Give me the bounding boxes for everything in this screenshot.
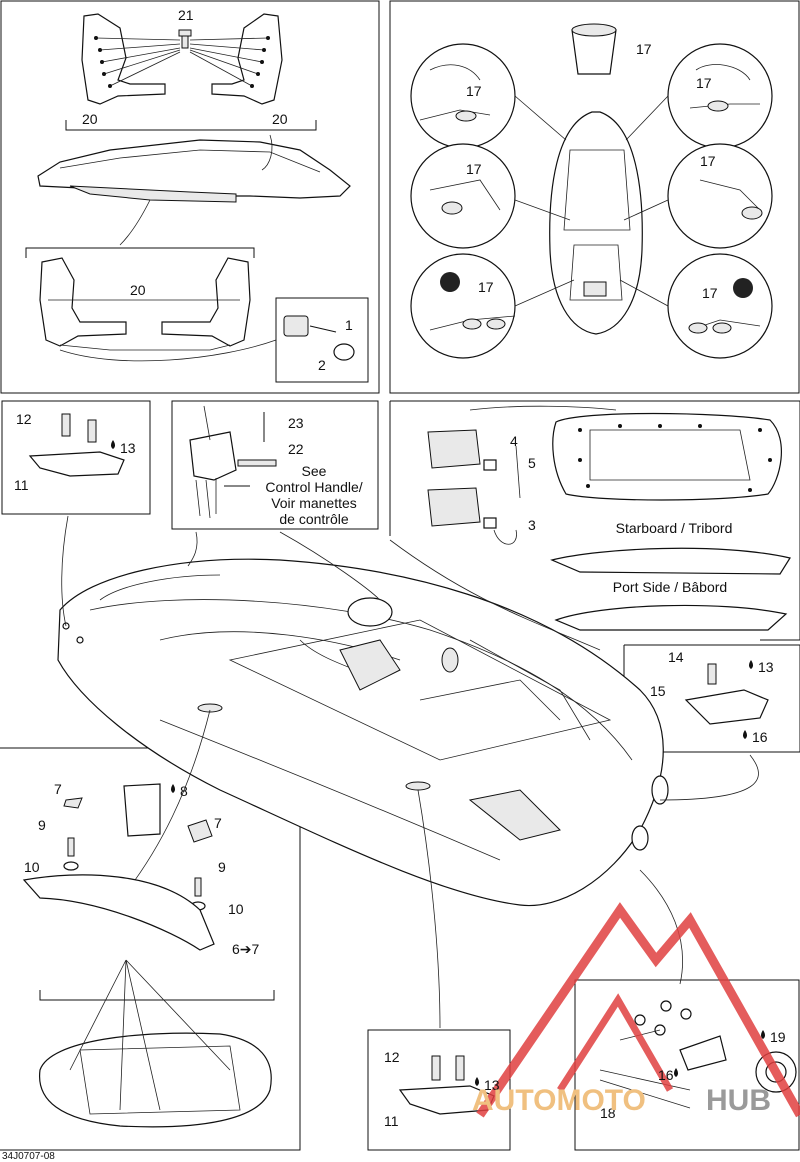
callout-1: 1	[345, 317, 353, 333]
text-labels: See Control Handle/ Voir manettes de con…	[2, 463, 732, 1162]
watermark-text: AUTOMOTO HUB	[472, 1084, 771, 1117]
callout-20-lower: 20	[130, 282, 146, 298]
drop-icon	[749, 660, 753, 669]
callout-15: 15	[650, 683, 666, 699]
callout-10-a: 10	[24, 859, 40, 875]
callout-18: 18	[600, 1105, 616, 1121]
drop-icon	[475, 1077, 479, 1086]
cleat-bottom-assembly	[398, 1055, 495, 1115]
callout-11-bottom: 11	[384, 1113, 399, 1129]
callout-12-left: 12	[16, 411, 32, 427]
callout-6-to-7: 6➔7	[232, 941, 260, 957]
main-boat	[57, 515, 759, 1029]
callout-7-a: 7	[54, 781, 62, 797]
callout-17-a: 17	[466, 83, 482, 99]
callout-16-bottom: 16	[658, 1067, 674, 1083]
panel-fasteners	[390, 400, 800, 641]
callout-20-left: 20	[82, 111, 98, 127]
callout-16-right: 16	[752, 729, 768, 745]
callout-4: 4	[510, 433, 518, 449]
watermark-logo	[476, 902, 800, 1118]
watermark-triangle	[476, 902, 800, 1118]
callout-11-left: 11	[14, 477, 29, 493]
cleat-right-assembly	[684, 663, 769, 725]
drop-icon	[761, 1030, 765, 1039]
callout-19: 19	[770, 1029, 786, 1045]
callout-17-cup: 17	[636, 41, 652, 57]
watermark-inner	[557, 993, 674, 1092]
drop-icon	[674, 1068, 678, 1077]
drawing-code: 34J0707-08	[2, 1151, 55, 1162]
callout-14: 14	[668, 649, 684, 665]
drop-icon	[743, 730, 747, 739]
see-label-line3: Voir manettes	[271, 495, 357, 511]
callout-17-b: 17	[696, 75, 712, 91]
callout-13-right: 13	[758, 659, 774, 675]
callout-10-b: 10	[228, 901, 244, 917]
lower-left-assembly	[22, 783, 275, 1128]
callout-13-left: 13	[120, 440, 136, 456]
callout-17-c: 17	[466, 161, 482, 177]
top-right-assembly	[410, 23, 773, 359]
see-label-line2: Control Handle/	[265, 479, 362, 495]
see-label-line4: de contrôle	[279, 511, 348, 527]
callout-8: 8	[180, 783, 188, 799]
drop-icon	[111, 440, 115, 449]
callout-13-bottom: 13	[484, 1077, 500, 1093]
callout-9-a: 9	[38, 817, 46, 833]
watermark-brand-part1: AUTOMOTO	[472, 1084, 646, 1117]
callout-12-bottom: 12	[384, 1049, 400, 1065]
panel-cleat-bottom	[367, 1029, 511, 1151]
callout-5: 5	[528, 455, 536, 471]
callout-3: 3	[528, 517, 536, 533]
callout-7-b: 7	[214, 815, 222, 831]
watermark-brand-part2: HUB	[706, 1084, 771, 1117]
callout-17-f: 17	[702, 285, 718, 301]
lubricant-markers	[111, 440, 765, 1086]
see-label-line1: See	[302, 463, 327, 479]
top-left-assembly	[25, 13, 369, 383]
callout-9-b: 9	[218, 859, 226, 875]
callout-21: 21	[178, 7, 194, 23]
callout-2: 2	[318, 357, 326, 373]
callout-17-e: 17	[478, 279, 494, 295]
callout-numbers: 21 20 20 20 1 2 17 17 17 17 17 17 17 12 …	[14, 7, 786, 1129]
callout-23: 23	[288, 415, 304, 431]
callout-22: 22	[288, 441, 304, 457]
callout-20-right: 20	[272, 111, 288, 127]
drop-icon	[171, 784, 175, 793]
port-label: Port Side / Bâbord	[613, 579, 727, 595]
callout-17-d: 17	[700, 153, 716, 169]
starboard-label: Starboard / Tribord	[616, 520, 733, 536]
fasteners-assembly	[427, 405, 791, 631]
cleat-left-assembly	[28, 413, 125, 477]
control-handle-assembly	[189, 405, 277, 519]
